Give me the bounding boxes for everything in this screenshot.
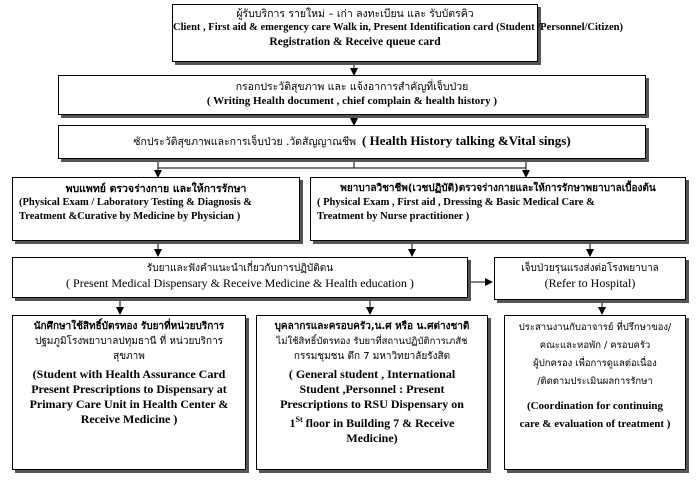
rsu-thai-line2: ไม่ใช้สิทธิ์บัตรทอง รับยาที่สถานปฏิบัติก…	[276, 336, 468, 347]
vital-signs-box: ซักประวัติสุขภาพและการเจ็บป่วย .วัดสัญญา…	[58, 125, 646, 159]
nurse-en-line1: ( Physical Exam , First aid , Dressing &…	[317, 197, 595, 208]
gold-card-thai-line2: ปฐมภูมิโรงพยาบาลปทุมธานี ที่ หน่วยบริการ	[34, 336, 224, 347]
coordination-en-line1: (Coordination for continuing	[526, 400, 664, 412]
gold-card-en-line2: Present Prescriptions to Dispensary at	[31, 382, 227, 396]
nurse-thai: พยาบาลวิชาชีพ(เวชปฏิบัติ)ตรวจร่างกายและใ…	[340, 183, 656, 194]
arrow-vitals-branch	[157, 161, 527, 169]
registration-thai: ผู้รับบริการ รายใหม่ – เก่า ลงทะเบียน แล…	[236, 8, 474, 20]
gold-card-en-line3: Primary Care Unit in Health Center &	[29, 397, 229, 411]
registration-en-line1: Client , First aid & emergency care Walk…	[173, 22, 623, 33]
coordination-thai-line4: /ติดตามประเมินผลการรักษา	[537, 376, 653, 387]
health-document-en: ( Writing Health document , chief compla…	[206, 95, 498, 107]
refer-hospital-thai: เจ็บป่วยรุนแรงส่งต่อโรงพยาบาล	[521, 263, 659, 274]
gold-card-thai-bold: นักศึกษาใช้สิทธิ์บัตรทอง รับยาที่หน่วยบร…	[33, 321, 225, 332]
dispensary-en: ( Present Medical Dispensary & Receive M…	[66, 276, 414, 290]
vital-signs-thai: ซักประวัติสุขภาพและการเจ็บป่วย .วัดสัญญา…	[133, 136, 357, 148]
physician-box: พบแพทย์ ตรวจร่างกาย และให้การรักษา (Phys…	[12, 177, 300, 241]
physician-en-line2: Treatment &Curative by Medicine by Physi…	[19, 211, 241, 222]
rsu-en-line3: Prescriptions to RSU Dispensary on	[280, 397, 464, 411]
physician-en-line1: (Physical Exam / Laboratory Testing & Di…	[19, 197, 253, 208]
coordination-thai-line2: คณะและหอพัก / ครอบครัว	[539, 340, 651, 351]
rsu-thai-line1: บุคลากรและครอบครัว,น.ศ หรือ น.ศต่างชาติ	[274, 321, 470, 332]
health-document-thai: กรอกประวัติสุขภาพ และ แจ้งอาการสำคัญที่เ…	[235, 81, 469, 93]
refer-hospital-box: เจ็บป่วยรุนแรงส่งต่อโรงพยาบาล (Refer to …	[494, 257, 686, 300]
coordination-box: ประสานงานกับอาจารย์ ที่ปรึกษาของ/ คณะและ…	[504, 315, 686, 470]
rsu-en-line2: Student ,Personnel : Present	[299, 382, 445, 396]
coordination-en-line2: care & evaluation of treatment )	[519, 418, 671, 430]
vital-signs-en: ( Health History talking &Vital sings)	[362, 133, 571, 148]
gold-card-en-line1: (Student with Health Assurance Card	[32, 367, 226, 381]
dispensary-box: รับยาและฟังคำแนะนำเกี่ยวกับการปฏิบัติตน …	[12, 257, 468, 298]
coordination-thai-line1: ประสานงานกับอาจารย์ ที่ปรึกษาของ/	[518, 322, 672, 333]
refer-hospital-en: (Refer to Hospital)	[544, 276, 636, 290]
rsu-dispensary-box: บุคลากรและครอบครัว,น.ศ หรือ น.ศต่างชาติ …	[256, 315, 488, 470]
physician-thai: พบแพทย์ ตรวจร่างกาย และให้การรักษา	[65, 183, 247, 195]
gold-card-thai-line3: สุขภาพ	[113, 351, 145, 362]
rsu-en-line1: ( General student , International	[288, 367, 456, 381]
health-document-box: กรอกประวัติสุขภาพ และ แจ้งอาการสำคัญที่เ…	[58, 75, 646, 115]
gold-card-box: นักศึกษาใช้สิทธิ์บัตรทอง รับยาที่หน่วยบร…	[12, 315, 246, 470]
nurse-en-line2: Treatment by Nurse practitioner )	[317, 211, 470, 222]
coordination-thai-line3: ผู้ปกครอง เพื่อการดูแลต่อเนื่อง	[533, 358, 657, 369]
rsu-en-line5: Medicine)	[346, 431, 398, 445]
registration-box: ผู้รับบริการ รายใหม่ – เก่า ลงทะเบียน แล…	[172, 4, 623, 62]
dispensary-thai: รับยาและฟังคำแนะนำเกี่ยวกับการปฏิบัติตน	[146, 263, 334, 274]
gold-card-en-line4: Receive Medicine )	[80, 412, 178, 426]
rsu-en-line4: 1St floor in Building 7 & Receive	[289, 415, 455, 430]
rsu-thai-line3: กรรมชุมชน ตึก 7 มหาวิทยาลัยรังสิต	[293, 351, 451, 362]
nurse-box: พยาบาลวิชาชีพ(เวชปฏิบัติ)ตรวจร่างกายและใ…	[310, 177, 686, 241]
registration-en-line2: Registration & Receive queue card	[269, 36, 441, 48]
